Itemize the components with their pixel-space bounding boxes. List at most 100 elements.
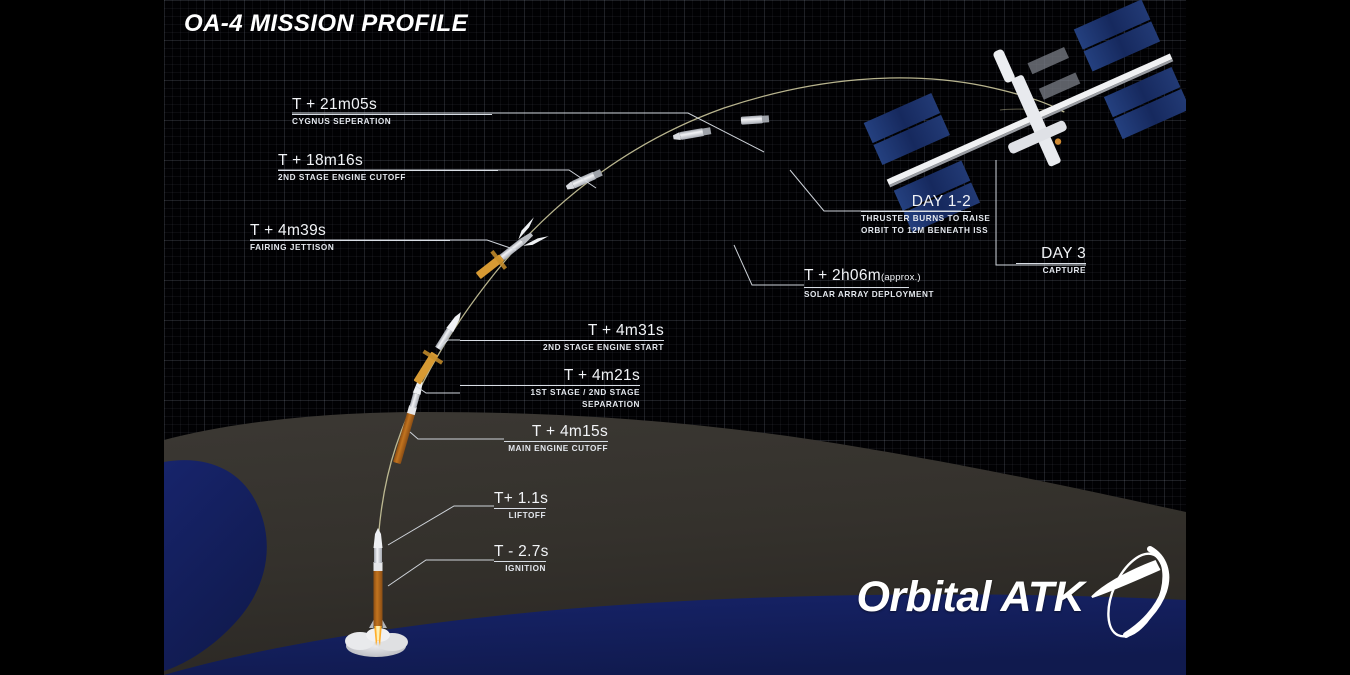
annotation-fairing-jettison: T + 4m39s FAIRING JETTISON (250, 222, 450, 253)
fairing-half-right (523, 236, 549, 246)
annotation-event: 1ST STAGE / 2ND STAGE (530, 387, 640, 397)
annotation-time: T + 4m31s (587, 322, 664, 339)
annotation-cygnus-separation: T + 21m05s CYGNUS SEPERATION (292, 96, 492, 127)
annotation-event: CYGNUS SEPERATION (292, 116, 392, 126)
annotation-time: T + 2h06m(approx.) (804, 267, 921, 286)
cygnus-coast-2 (672, 127, 712, 141)
leader-ignition (387, 559, 494, 587)
leader-cygnus-separation (292, 112, 765, 153)
payload-fairing (446, 312, 461, 333)
label-rule (460, 340, 664, 341)
cygnus-body (740, 115, 764, 125)
iss-node-module (1008, 120, 1067, 154)
cygnus-service-module (592, 169, 603, 179)
annotation-event: IGNITION (505, 563, 546, 573)
label-rule (460, 385, 640, 386)
cygnus-coast-3 (740, 115, 770, 125)
fin-left (369, 620, 374, 628)
annotation-capture: DAY 3 CAPTURE (1016, 245, 1086, 276)
leader-stage-separation (415, 385, 460, 394)
label-rule (278, 170, 498, 171)
leader-liftoff (387, 505, 494, 546)
annotation-event: MAIN ENGINE CUTOFF (508, 443, 608, 453)
rocket-fairing-jettison (476, 217, 549, 279)
second-stage-body (374, 548, 382, 563)
annotation-time: T+ 1.1s (494, 490, 549, 507)
leader-capture (995, 160, 1086, 266)
annotation-time: T + 4m21s (563, 367, 640, 384)
ocean-left (164, 460, 267, 671)
leader-lines (250, 112, 1086, 587)
cygnus-service-module (702, 127, 712, 136)
label-rule (504, 441, 608, 442)
annotation-time: T + 21m05s (292, 96, 377, 113)
approach-path (999, 108, 1065, 113)
second-stage-body (409, 392, 421, 409)
annotation-time: DAY 3 (1041, 245, 1086, 262)
rocket-stage-sep (413, 312, 461, 385)
iss-pressurized-modules (1011, 75, 1061, 167)
annotation-event-line2: ORBIT TO 12M BENEATH ISS (861, 225, 989, 235)
cygnus-body (679, 128, 705, 140)
letterbox-left (0, 0, 164, 675)
spent-first-stage (413, 351, 438, 385)
iss-radiator-upper (1027, 46, 1069, 75)
docking-target (1054, 138, 1062, 145)
annotation-second-stage-engine-start: T + 4m31s 2ND STAGE ENGINE START (460, 322, 664, 353)
ocean-bottom (164, 594, 1186, 675)
cygnus-nose (565, 181, 575, 190)
orbital-atk-logo: Orbital ATK (856, 543, 1178, 651)
cygnus-service-module (761, 115, 770, 123)
annotation-event: FAIRING JETTISON (250, 242, 335, 252)
letterbox-right (1186, 0, 1350, 675)
annotation-main-engine-cutoff: T + 4m15s MAIN ENGINE CUTOFF (504, 423, 608, 454)
label-rule (861, 211, 971, 212)
orbit-swoosh-icon (1091, 546, 1170, 638)
first-stage-body (373, 570, 383, 626)
annotation-time-value: T + 2h06m (804, 267, 881, 284)
annotation-second-stage-engine-cutoff: T + 18m16s 2ND STAGE ENGINE CUTOFF (278, 152, 498, 183)
annotation-time: DAY 1-2 (911, 193, 971, 210)
diagram-canvas: OA-4 MISSION PROFILE T + 21m05s CYGNUS S… (164, 0, 1186, 675)
trajectory-layer (345, 0, 1186, 657)
payload-fairing (373, 528, 383, 548)
leader-main-engine-cutoff (409, 431, 504, 440)
leader-solar-array (733, 244, 804, 286)
page-title: OA-4 MISSION PROFILE (184, 10, 469, 37)
annotation-time: T + 4m39s (250, 222, 327, 239)
iss-solar-arrays-port-fwd (893, 160, 981, 233)
annotation-event: CAPTURE (1042, 265, 1086, 275)
label-rule (494, 561, 546, 562)
label-rule (494, 508, 546, 509)
second-stage-body (435, 328, 453, 351)
brand-name: Orbital ATK (856, 572, 1084, 621)
earth-surface (164, 412, 1186, 675)
iss-solar-arrays-stbd-aft (1073, 0, 1161, 72)
annotation-ignition: T - 2.7s IGNITION (494, 543, 549, 574)
iss-radiator-lower (1038, 72, 1081, 100)
annotation-solar-array-deployment: T + 2h06m(approx.) SOLAR ARRAY DEPLOYMEN… (804, 267, 934, 300)
annotation-event-line2: SEPARATION (582, 399, 640, 409)
iss-solar-arrays-stbd-fwd (1103, 66, 1186, 140)
annotation-time: T - 2.7s (494, 543, 549, 560)
second-stage-body (499, 238, 525, 261)
label-rule (804, 287, 909, 288)
annotation-thruster-burns: DAY 1-2 THRUSTER BURNS TO RAISE ORBIT TO… (861, 193, 991, 236)
rocket-on-pad (345, 528, 408, 657)
annotation-time: T + 4m15s (531, 423, 608, 440)
fin-right (382, 620, 387, 628)
label-rule (250, 240, 450, 241)
annotation-event: THRUSTER BURNS TO RAISE (861, 213, 991, 223)
iss-lab-module (993, 49, 1015, 83)
annotation-stage-separation: T + 4m21s 1ST STAGE / 2ND STAGE SEPARATI… (460, 367, 640, 410)
label-rule (1016, 263, 1086, 264)
annotation-event: 2ND STAGE ENGINE START (543, 342, 664, 352)
interstage (373, 562, 383, 571)
engine-flame-core (376, 624, 380, 640)
separation-fins (422, 349, 444, 365)
iss-solar-arrays-port-aft (863, 92, 950, 166)
cygnus-nose (672, 132, 681, 141)
annotation-time: T + 18m16s (278, 152, 363, 169)
label-rule (292, 114, 492, 115)
